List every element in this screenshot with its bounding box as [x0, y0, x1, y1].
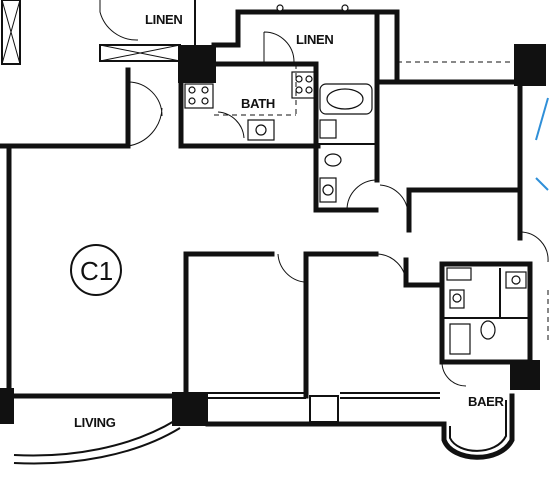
living-label: LIVING: [74, 415, 116, 430]
bath-room: [178, 61, 321, 149]
linen-label-1: LINEN: [145, 12, 183, 27]
linen-closet-1: [99, 0, 241, 83]
unit-label: C1: [80, 256, 113, 286]
right-upper-area: [374, 44, 549, 340]
linen-label-2: LINEN: [296, 32, 334, 47]
window-strip: [205, 392, 445, 427]
bath-3: [439, 261, 533, 387]
unit-badge: C1: [70, 244, 122, 296]
linen-closet-2: [235, 4, 520, 85]
bath-2: [313, 61, 380, 213]
baer-label: BAER: [468, 394, 505, 409]
unit-badge-circle: [70, 244, 122, 296]
bay-window-room: [441, 360, 540, 460]
top-left-closet: [1, 0, 139, 65]
bath-label: BATH: [241, 96, 275, 111]
living-room-walls: [0, 67, 208, 465]
bedroom-1: [183, 251, 309, 399]
bedroom-2: [303, 251, 445, 288]
